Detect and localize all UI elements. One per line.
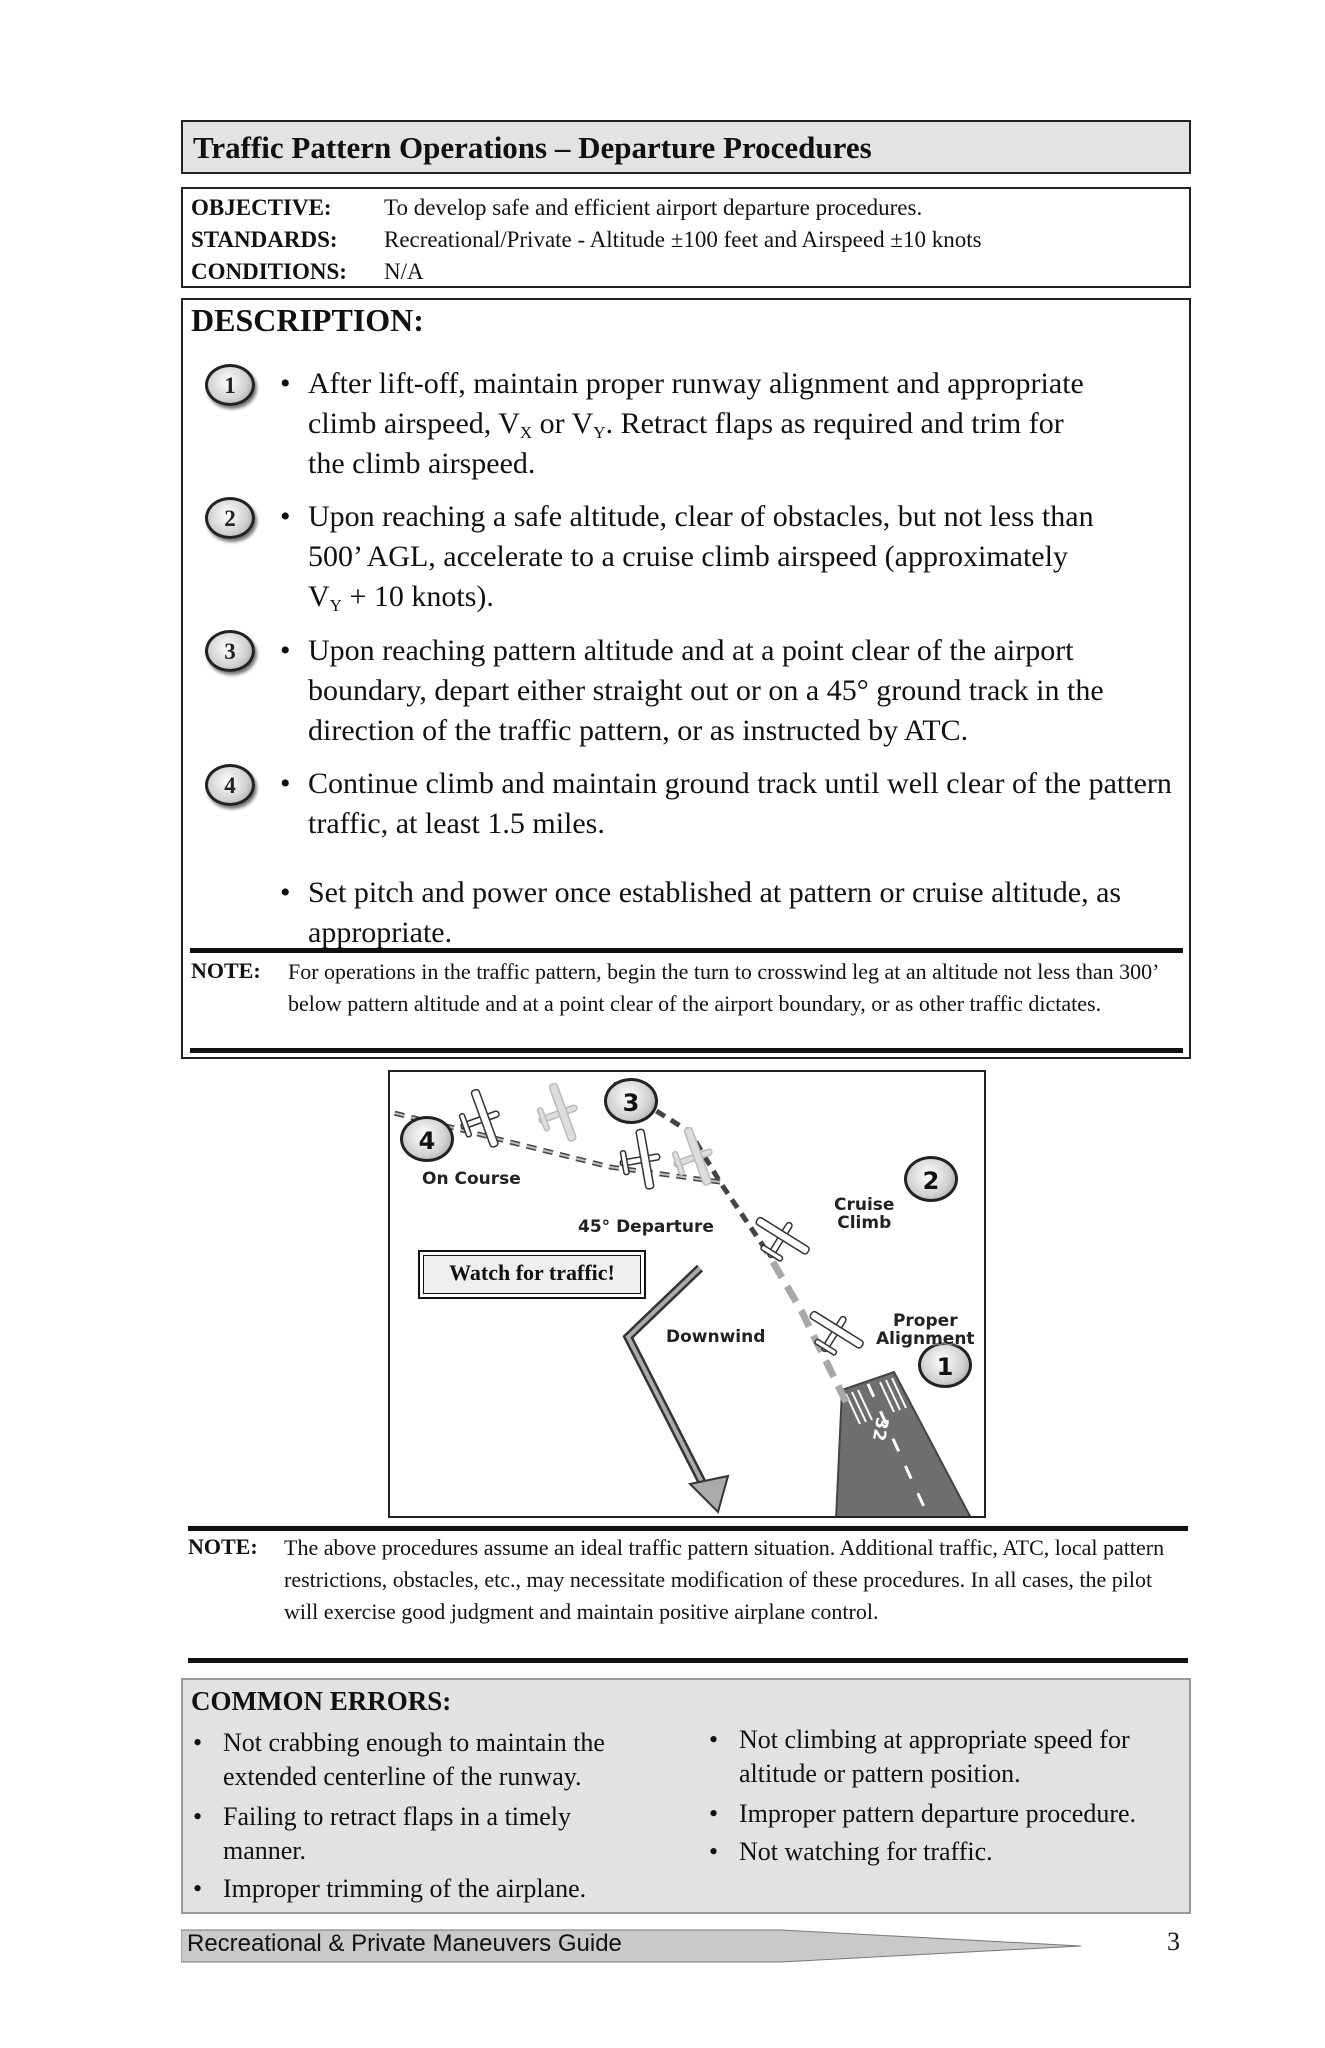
watch-for-traffic-text: Watch for traffic! — [449, 1260, 615, 1285]
step-3-marker: 3 — [205, 630, 255, 672]
airplane-icon — [528, 1078, 588, 1150]
note-2-text: The above procedures assume an ideal tra… — [284, 1535, 1165, 1624]
description-box: DESCRIPTION: 1 • After lift-off, maintai… — [181, 298, 1191, 1059]
departure-45-label: 45° Departure — [578, 1217, 714, 1237]
page-title: Traffic Pattern Operations – Departure P… — [193, 130, 872, 165]
bullet-icon: • — [280, 876, 291, 909]
conditions-text: N/A — [384, 259, 424, 284]
standards-label: STANDARDS: — [191, 227, 338, 252]
bullet-icon: • — [280, 500, 291, 533]
error-item: • Not watching for traffic. — [709, 1837, 993, 1866]
step-4-text: Continue climb and maintain ground track… — [308, 767, 1172, 840]
step-3-text: Upon reaching pattern altitude and at a … — [308, 634, 1104, 747]
airplane-icon — [743, 1206, 817, 1274]
objectives-box: OBJECTIVE: To develop safe and efficient … — [181, 187, 1191, 288]
step-extra-text: Set pitch and power once established at … — [308, 876, 1122, 949]
runway — [835, 1370, 972, 1516]
bullet-icon: • — [280, 767, 291, 800]
objective-label: OBJECTIVE: — [191, 195, 332, 220]
step-4-marker: 4 — [205, 764, 255, 806]
airplane-icon — [797, 1300, 871, 1368]
note-2-top-rule — [188, 1526, 1188, 1531]
note-bottom-rule — [190, 1048, 1183, 1053]
error-item: • Improper trimming of the airplane. — [193, 1874, 587, 1903]
error-item: • Improper pattern departure procedure. — [709, 1799, 1137, 1828]
common-errors-box: COMMON ERRORS: • Not crabbing enough to … — [181, 1678, 1191, 1914]
step-1-text: After lift-off, maintain proper runway a… — [308, 367, 1084, 480]
note-2-label: NOTE: — [188, 1534, 258, 1559]
page-number: 3 — [1167, 1927, 1180, 1956]
conditions-row: CONDITIONS: N/A — [191, 259, 424, 285]
footer-banner — [181, 1929, 1082, 1963]
page-title-box: Traffic Pattern Operations – Departure P… — [181, 120, 1191, 174]
airplane-icon — [614, 1126, 666, 1194]
bullet-icon: • — [280, 634, 291, 667]
standards-text: Recreational/Private - Altitude ±100 fee… — [384, 227, 982, 252]
conditions-label: CONDITIONS: — [191, 259, 347, 284]
step-2-text: Upon reaching a safe altitude, clear of … — [308, 500, 1094, 615]
step-2-marker: 2 — [205, 497, 255, 539]
objective-text: To develop safe and efficient airport de… — [384, 195, 923, 220]
note-1-text: For operations in the traffic pattern, b… — [288, 959, 1158, 1016]
downwind-label: Downwind — [666, 1327, 766, 1347]
step-1-marker: 1 — [205, 364, 255, 406]
note-top-rule — [190, 948, 1183, 953]
diagram-marker-2: 2 — [904, 1156, 958, 1202]
common-errors-heading: COMMON ERRORS: — [191, 1686, 452, 1716]
diagram-marker-1: 1 — [918, 1342, 972, 1388]
bullet-icon: • — [280, 367, 291, 400]
watch-for-traffic-box: Watch for traffic! — [418, 1250, 646, 1299]
diagram-marker-4: 4 — [400, 1116, 454, 1162]
on-course-label: On Course — [422, 1169, 521, 1189]
airplane-icon — [450, 1084, 510, 1156]
objective-row: OBJECTIVE: To develop safe and efficient … — [191, 195, 922, 221]
runway-number: 32 — [867, 1415, 892, 1443]
footer-guide-title: Recreational & Private Maneuvers Guide — [187, 1930, 622, 1957]
description-heading: DESCRIPTION: — [191, 302, 424, 338]
standards-row: STANDARDS: Recreational/Private - Altitud… — [191, 227, 982, 253]
diagram-marker-3: 3 — [604, 1078, 658, 1124]
note-1-label: NOTE: — [191, 958, 261, 983]
note-2-bottom-rule — [188, 1658, 1188, 1663]
